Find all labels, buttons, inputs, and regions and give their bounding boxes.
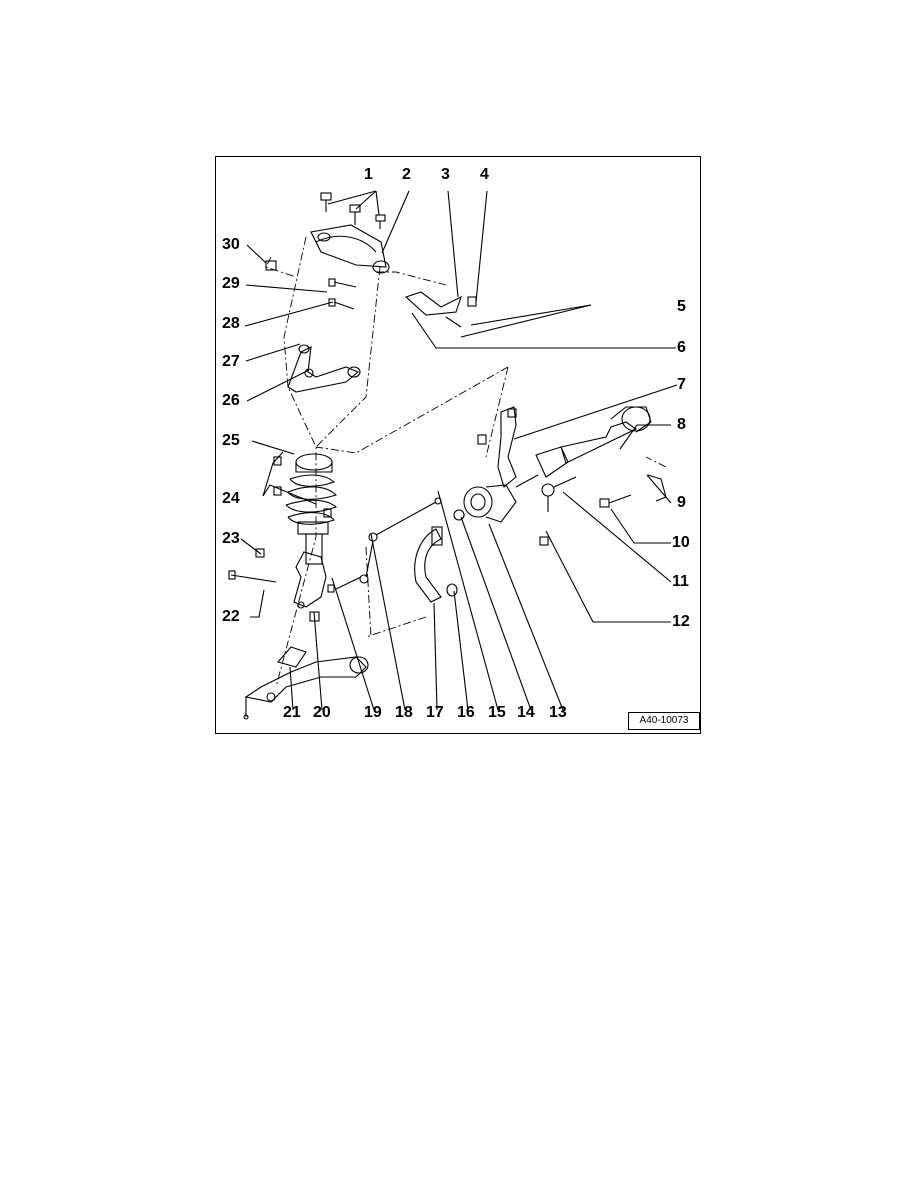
callout-26: 26	[222, 392, 240, 409]
upper-control-arm	[287, 344, 361, 393]
callout-1: 1	[364, 166, 373, 183]
callout-23: 23	[222, 530, 240, 547]
stabilizer-link	[327, 497, 442, 593]
callout-8: 8	[677, 416, 686, 433]
callout-14: 14	[517, 704, 535, 721]
tie-rod-end	[541, 476, 577, 512]
lower-control-arm	[243, 646, 369, 720]
sensor-bracket	[404, 291, 477, 328]
spring-strut-assembly	[273, 453, 338, 565]
callout-12: 12	[672, 613, 690, 630]
drive-shaft-bolt	[539, 474, 667, 546]
figure-reference-code: A40-10073	[628, 712, 700, 730]
callout-29: 29	[222, 275, 240, 292]
callout-3: 3	[441, 166, 450, 183]
callout-2: 2	[402, 166, 411, 183]
callout-10: 10	[672, 534, 690, 551]
callout-13: 13	[549, 704, 567, 721]
callout-21: 21	[283, 704, 301, 721]
callout-11: 11	[672, 573, 689, 590]
callout-28: 28	[222, 315, 240, 332]
callout-16: 16	[457, 704, 475, 721]
diagram-drawing	[228, 190, 678, 720]
callout-6: 6	[677, 339, 686, 356]
callout-18: 18	[395, 704, 413, 721]
callout-15: 15	[488, 704, 506, 721]
callout-5: 5	[677, 298, 686, 315]
callout-27: 27	[222, 353, 240, 370]
drive-shaft	[515, 406, 652, 488]
callout-9: 9	[677, 494, 686, 511]
leader-lines	[240, 190, 678, 711]
stabilizer-bar	[414, 526, 458, 603]
upper-mount-bolts	[265, 192, 386, 310]
steering-knuckle	[228, 548, 327, 622]
callout-17: 17	[426, 704, 444, 721]
exploded-parts-diagram: 1 2 3 4 5 6 7 8 9 10 11 12 13 14 15 16 1…	[215, 156, 701, 734]
callout-30: 30	[222, 236, 240, 253]
assembly-centerlines	[265, 236, 667, 688]
upper-strut-mount	[310, 224, 390, 274]
callout-19: 19	[364, 704, 382, 721]
callout-4: 4	[480, 166, 489, 183]
callout-24: 24	[222, 490, 240, 507]
callout-7: 7	[677, 376, 686, 393]
callout-25: 25	[222, 432, 240, 449]
wheel-hub	[453, 484, 517, 523]
callout-22: 22	[222, 608, 240, 625]
wheel-bearing-bracket	[477, 406, 517, 488]
callout-20: 20	[313, 704, 331, 721]
